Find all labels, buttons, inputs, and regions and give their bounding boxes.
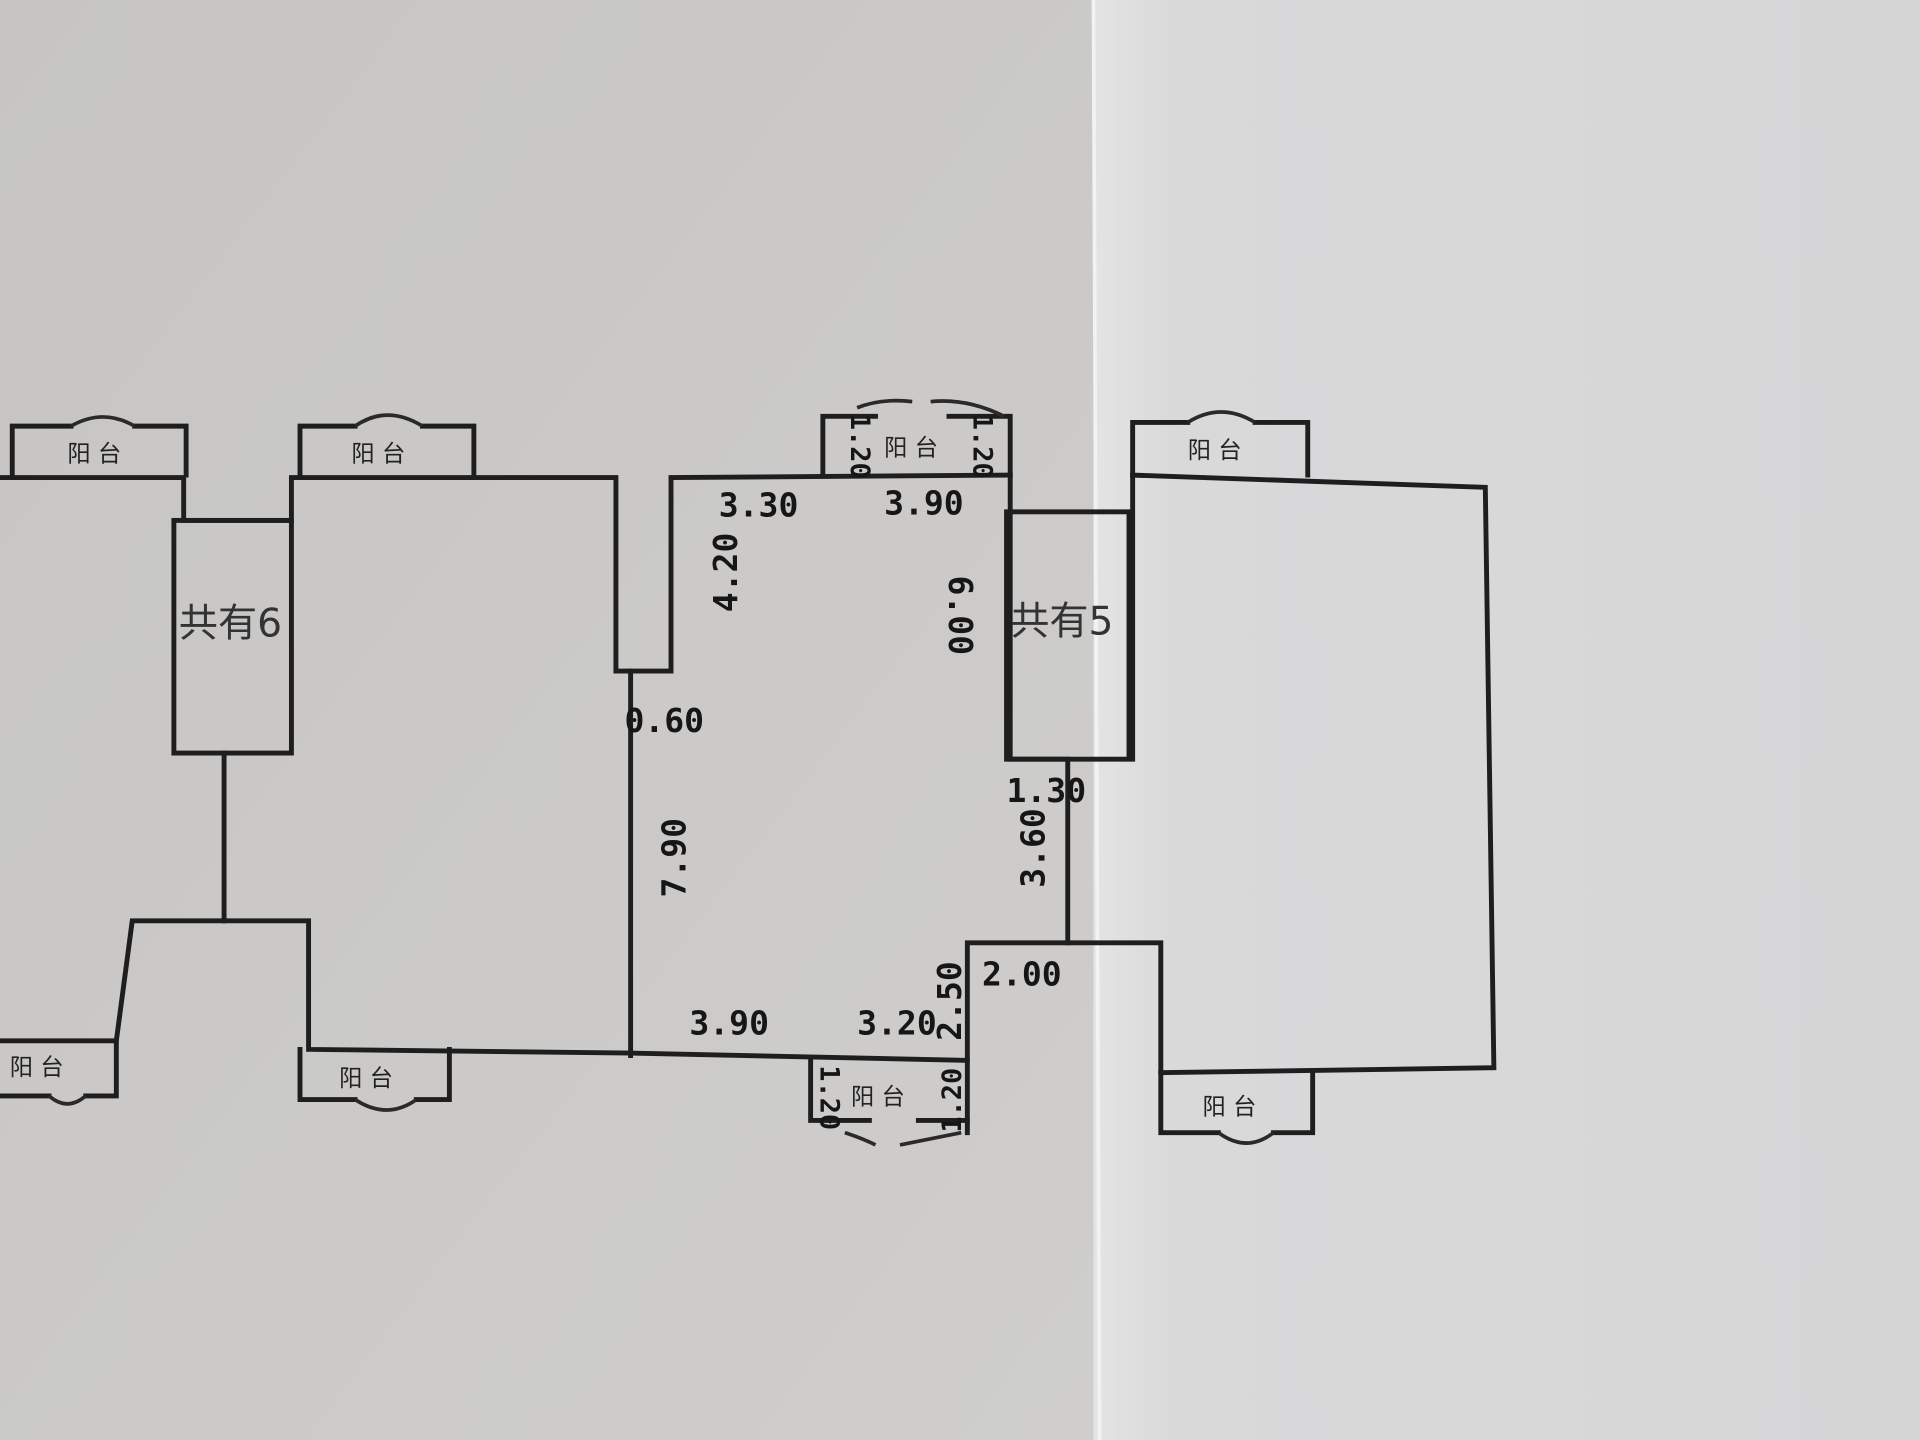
balcony-label: 阳 台: [339, 1065, 393, 1092]
dim-balcony-bottom-left: 1.20: [813, 1065, 844, 1130]
dim-left-lower: 7.90: [655, 818, 694, 898]
dim-balcony-top-right: 1.20: [966, 414, 997, 479]
dimension-labels: 3.30 3.90 4.20 6.00 0.60 7.90 1.30 3.60 …: [624, 414, 1086, 1133]
dim-right-upper: 6.00: [941, 576, 980, 656]
dim-right-lower: 3.60: [1013, 808, 1052, 888]
paper-fold: [1091, 0, 1102, 1440]
dim-top-left: 3.30: [719, 486, 799, 525]
dim-balcony-top-left: 1.20: [844, 414, 875, 479]
balcony-label: 阳 台: [67, 441, 121, 468]
balcony-labels: 阳 台 阳 台 阳 台 阳 台 阳 台 阳 台 阳 台 阳 台: [10, 435, 1257, 1121]
balcony-label: 阳 台: [1202, 1093, 1256, 1120]
walls: [0, 398, 1497, 1147]
common-area-6-label: 共有6: [179, 602, 282, 647]
dim-right-small: 1.30: [1007, 771, 1087, 810]
dim-balcony-bottom-right: 1.20: [937, 1068, 968, 1133]
dim-left-upper: 4.20: [706, 533, 745, 613]
balcony-label: 阳 台: [351, 441, 405, 468]
dim-notch-height: 2.50: [930, 961, 969, 1041]
paper-left: [0, 0, 1096, 1440]
balcony-label: 阳 台: [851, 1083, 905, 1110]
common-area-5-label: 共有5: [1010, 599, 1113, 644]
balcony-label: 阳 台: [1188, 437, 1242, 464]
balcony-label: 阳 台: [10, 1054, 64, 1081]
paper-right: [1093, 0, 1920, 1440]
dim-step: 0.60: [624, 701, 704, 740]
balcony-label: 阳 台: [884, 435, 938, 462]
dim-bottom-left: 3.90: [689, 1004, 769, 1043]
dim-bottom-right: 3.20: [857, 1004, 937, 1043]
dim-notch-width: 2.00: [982, 955, 1062, 994]
dim-top-right: 3.90: [884, 483, 964, 522]
